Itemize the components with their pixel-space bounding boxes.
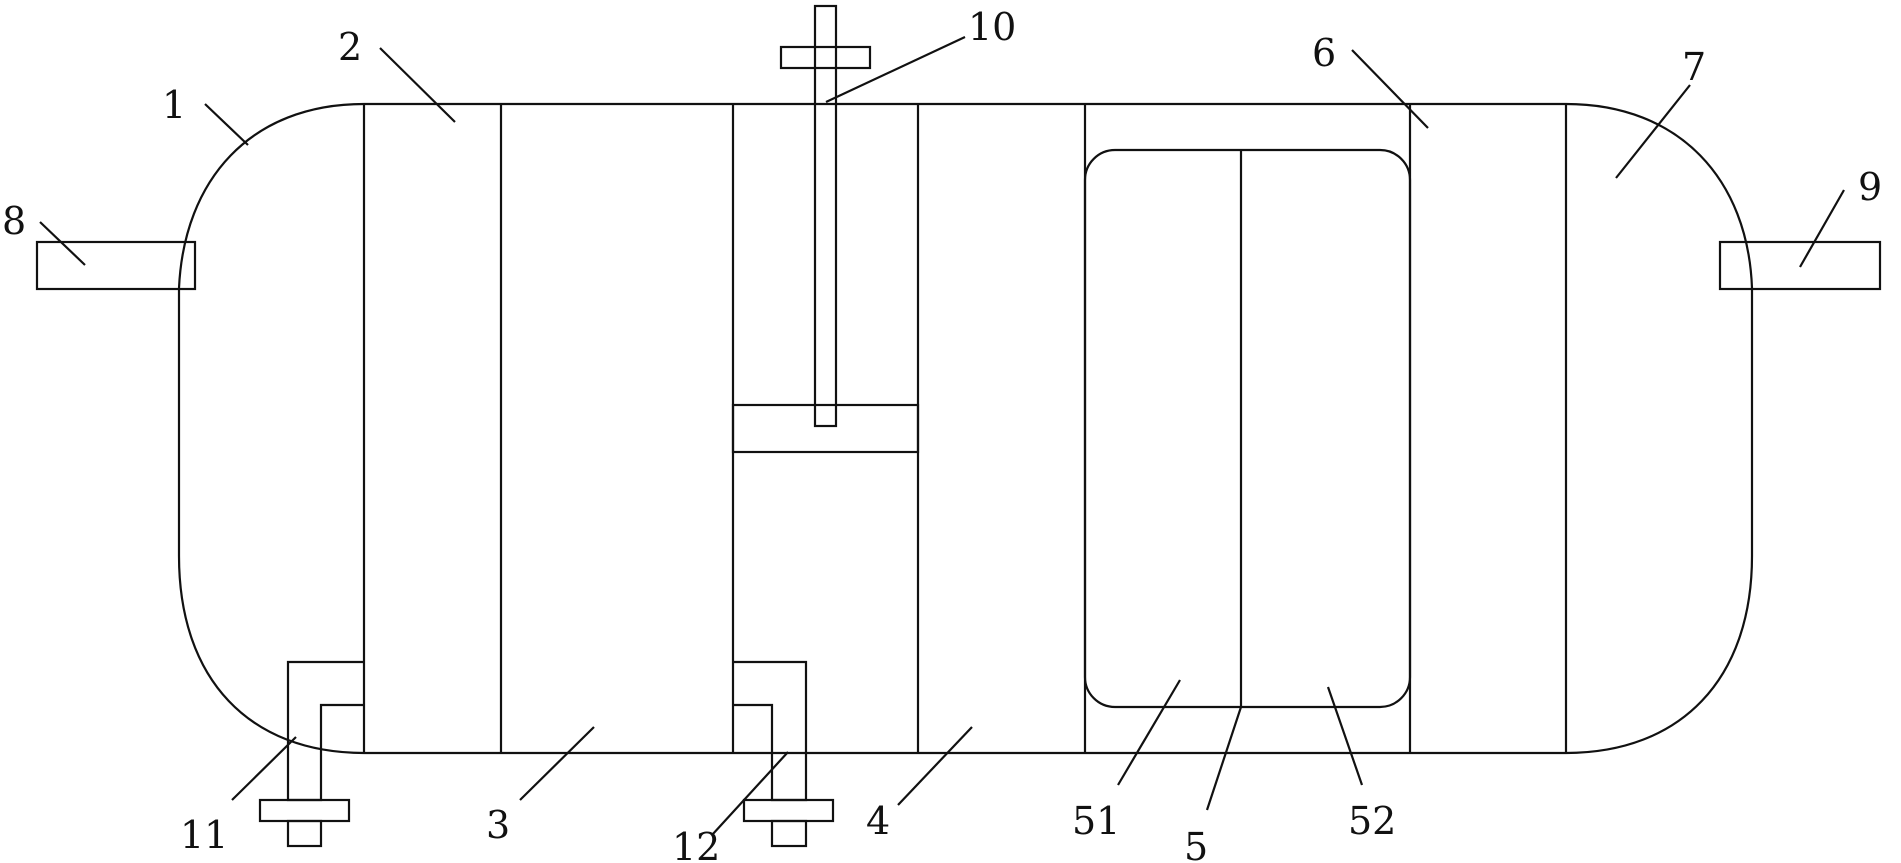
- left-drain-flange: [258, 798, 351, 823]
- label-11: 11: [180, 813, 228, 857]
- leader-9: [1799, 189, 1845, 268]
- leader-8: [39, 221, 86, 266]
- left-drain-pipe: [286, 660, 364, 802]
- middle-drain-pipe: [733, 660, 808, 802]
- left-nozzle: [35, 240, 197, 291]
- leader-12: [711, 751, 789, 836]
- leader-7: [1615, 84, 1691, 179]
- middle-drain-flange: [742, 798, 835, 823]
- label-3: 3: [486, 803, 510, 847]
- leader-2: [379, 47, 456, 123]
- label-8: 8: [2, 199, 26, 243]
- label-5: 5: [1184, 825, 1208, 863]
- leader-10: [825, 36, 966, 103]
- left-drain-stem: [286, 819, 323, 848]
- leader-6: [1351, 49, 1429, 129]
- leader-5: [1205, 706, 1243, 811]
- leader-52: [1326, 686, 1364, 786]
- leader-4: [897, 726, 973, 806]
- label-1: 1: [162, 83, 186, 127]
- top-rod: [813, 4, 838, 428]
- label-4: 4: [866, 799, 890, 843]
- piston-plate: [731, 403, 920, 454]
- leader-11: [231, 736, 297, 801]
- label-51: 51: [1072, 799, 1120, 843]
- top-rod-flange: [779, 45, 872, 70]
- middle-drain-stem: [770, 819, 808, 848]
- filter-chamber: [1083, 148, 1412, 709]
- leader-1: [204, 103, 249, 146]
- label-7: 7: [1682, 45, 1706, 89]
- label-52: 52: [1348, 799, 1396, 843]
- label-2: 2: [338, 25, 362, 69]
- vessel-outline: [177, 102, 1754, 755]
- label-12: 12: [672, 825, 720, 863]
- label-9: 9: [1858, 165, 1882, 209]
- label-6: 6: [1312, 31, 1336, 75]
- label-10: 10: [968, 5, 1016, 49]
- right-nozzle: [1718, 240, 1882, 291]
- leader-51: [1117, 679, 1181, 786]
- leader-3: [519, 726, 595, 801]
